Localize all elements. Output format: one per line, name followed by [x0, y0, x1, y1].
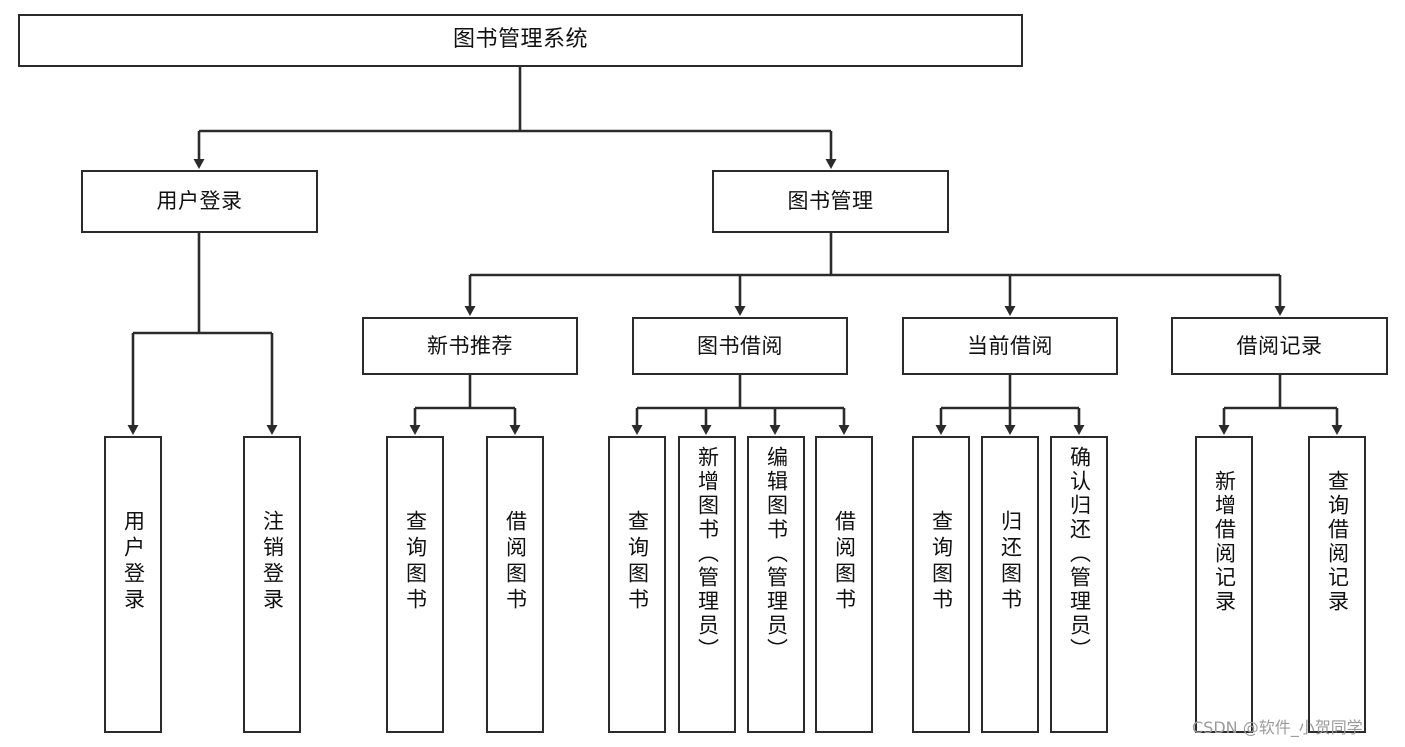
node-label: 图书管理系统 — [452, 27, 588, 53]
node-label: 查询图书 — [403, 510, 428, 614]
leaf-record-query-borrow-record[interactable]: 查询借阅记录 — [1308, 436, 1366, 733]
node-current-borrow[interactable]: 当前借阅 — [902, 317, 1118, 375]
leaf-current-confirm-return-admin[interactable]: 确认归还（管理员） — [1050, 436, 1108, 733]
node-label: 图书管理 — [787, 189, 874, 214]
node-label: 借阅记录 — [1236, 333, 1323, 358]
leaf-current-return-book[interactable]: 归还图书 — [981, 436, 1039, 733]
leaf-borrow-borrow-book[interactable]: 借阅图书 — [815, 436, 873, 733]
node-label: 查询图书 — [625, 510, 650, 614]
node-label: 查询借阅记录 — [1325, 470, 1350, 614]
leaf-recommend-borrow-book[interactable]: 借阅图书 — [486, 436, 544, 733]
node-label: 借阅图书 — [503, 510, 528, 614]
csdn-watermark: CSDN @软件_小贺同学 — [1192, 718, 1363, 737]
node-book-management[interactable]: 图书管理 — [712, 170, 949, 233]
leaf-borrow-query-book[interactable]: 查询图书 — [608, 436, 666, 733]
node-label: 用户登录 — [121, 510, 146, 614]
leaf-borrow-edit-book-admin[interactable]: 编辑图书（管理员） — [747, 436, 805, 733]
node-label: 当前借阅 — [967, 333, 1053, 358]
leaf-borrow-add-book-admin[interactable]: 新增图书（管理员） — [678, 436, 736, 733]
node-label: 编辑图书（管理员） — [764, 446, 789, 662]
node-label: 注销登录 — [260, 510, 285, 614]
node-root-system[interactable]: 图书管理系统 — [18, 14, 1023, 67]
node-new-book-recommend[interactable]: 新书推荐 — [362, 317, 578, 375]
node-label: 归还图书 — [998, 510, 1023, 614]
node-borrow-record[interactable]: 借阅记录 — [1171, 317, 1388, 375]
node-book-borrow[interactable]: 图书借阅 — [632, 317, 848, 375]
node-label: 新增图书（管理员） — [695, 446, 720, 662]
node-label: 图书借阅 — [697, 333, 783, 358]
node-user-login[interactable]: 用户登录 — [81, 170, 318, 233]
leaf-current-query-book[interactable]: 查询图书 — [912, 436, 970, 733]
leaf-record-add-borrow-record[interactable]: 新增借阅记录 — [1195, 436, 1253, 733]
leaf-user-logout[interactable]: 注销登录 — [243, 436, 301, 733]
node-label: 用户登录 — [156, 189, 243, 214]
leaf-recommend-query-book[interactable]: 查询图书 — [386, 436, 444, 733]
node-label: 查询图书 — [929, 510, 954, 614]
node-label: 新书推荐 — [427, 333, 513, 358]
node-label: 确认归还（管理员） — [1067, 446, 1092, 662]
node-label: 借阅图书 — [832, 510, 857, 614]
node-label: 新增借阅记录 — [1212, 470, 1237, 614]
leaf-user-login[interactable]: 用户登录 — [104, 436, 162, 733]
